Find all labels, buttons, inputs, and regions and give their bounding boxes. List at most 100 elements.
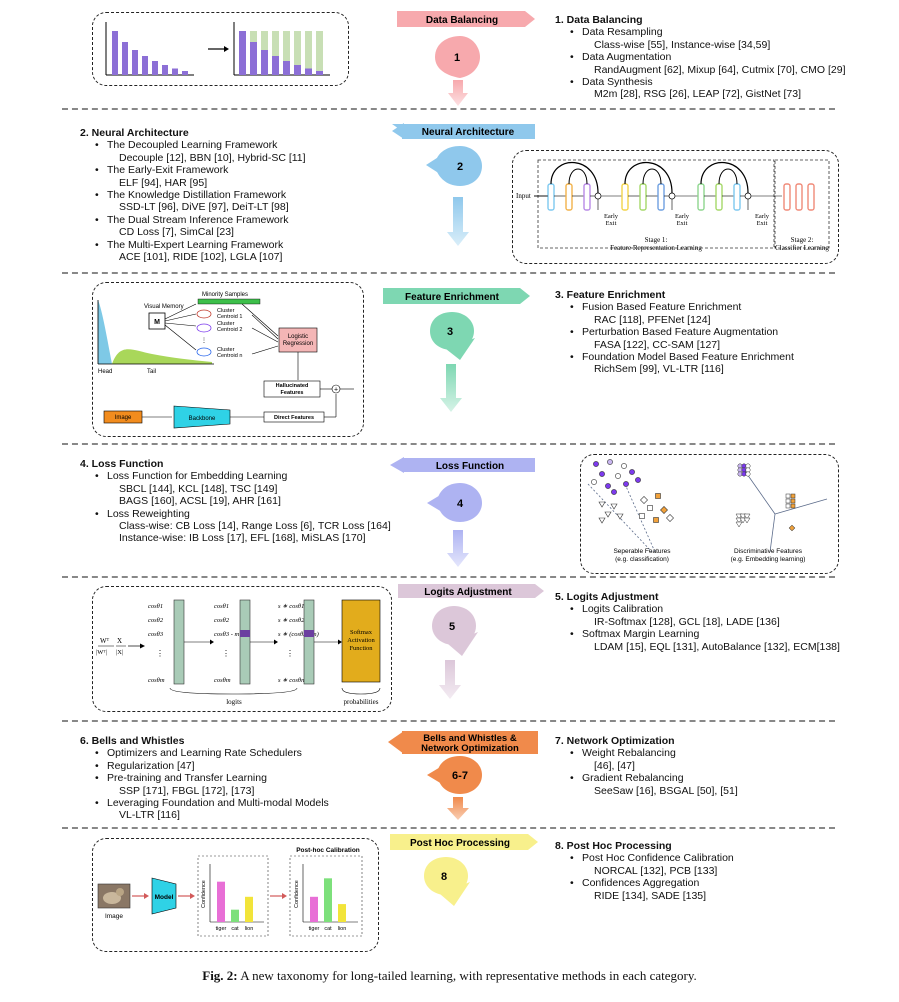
architecture-figure: [512, 150, 839, 264]
head-label: Head: [98, 369, 112, 375]
memory-label: M: [154, 319, 160, 326]
class-bar: [250, 42, 257, 75]
target-logit: [304, 630, 314, 637]
category-heading: The Multi-Expert Learning Framework: [80, 239, 306, 252]
logreg-label: Regression: [283, 341, 313, 347]
logits-diagram: Wᵀ |Wᵀ| X |X| cosθ1cosθ2cosθ3cosθm⋮cosθ1…: [96, 599, 381, 706]
centroid-icon: [196, 323, 212, 333]
formula-x: X: [117, 637, 122, 645]
sample-point: [604, 511, 612, 518]
section-divider: [62, 576, 835, 578]
sample-point: [790, 493, 796, 499]
resampled-bar: [283, 31, 290, 75]
stage-drop: [437, 756, 482, 794]
stage-banner: [398, 584, 544, 598]
section-1-text: 1. Data Balancing Data Resampling Class-…: [555, 14, 846, 101]
data-balancing-figure: [92, 12, 349, 86]
flow-arrow: [447, 197, 469, 246]
methods-list: CD Loss [7], SimCal [23]: [119, 226, 234, 239]
logreg-label: Logistic: [288, 334, 308, 340]
centroid-label: Cluster: [217, 321, 235, 327]
halluc-label: Features: [281, 390, 304, 396]
methods-list: RandAugment [62], Mixup [64], Cutmix [70…: [594, 63, 846, 76]
section-title: 5. Logits Adjustment: [555, 591, 659, 603]
confidence-bar: [231, 909, 239, 922]
ellipsis: ⋮: [222, 649, 230, 658]
banner-label: Data Balancing: [426, 15, 498, 26]
sample-point: [745, 463, 751, 469]
layer-block: [795, 183, 803, 211]
halluc-label: Hallucinated: [276, 383, 309, 389]
section-divider: [62, 108, 835, 110]
methods-list: M2m [28], RSG [26], LEAP [72], GistNet […: [594, 88, 801, 101]
sample-point: [621, 463, 627, 469]
sample-point: [599, 471, 605, 477]
flow-arrow: [440, 364, 462, 412]
banner-label: Post Hoc Processing: [410, 838, 510, 849]
class-bar: [162, 65, 168, 75]
sample-point: [616, 513, 624, 520]
methods-list: RIDE [134], SADE [135]: [594, 889, 707, 902]
section-title: 8. Post Hoc Processing: [555, 840, 672, 852]
banner-label: Loss Function: [436, 461, 504, 472]
section-title: 7. Network Optimization: [555, 735, 675, 747]
sample-point: [790, 503, 796, 509]
stage-drop: [435, 36, 480, 78]
logit-entry: cosθ2: [214, 617, 230, 624]
section-title: 1. Data Balancing: [555, 14, 643, 26]
category-heading: Perturbation Based Feature Augmentation: [555, 326, 794, 339]
sample-point: [788, 524, 796, 532]
category-heading: Confidences Aggregation: [555, 877, 734, 890]
stage-drop: [424, 857, 468, 895]
layer-block: [807, 183, 815, 211]
separable-label: Seperable Features: [613, 548, 671, 555]
methods-list: IR-Softmax [128], GCL [18], LADE [136]: [594, 615, 780, 628]
stage-banner: [397, 11, 535, 27]
category-heading: Loss Reweighting: [80, 508, 391, 521]
tail-label: Tail: [147, 369, 156, 375]
softmax-box: [341, 599, 381, 683]
input-label: Input: [516, 192, 531, 200]
category-heading: Data Augmentation: [555, 51, 846, 64]
sample-point: [629, 469, 635, 475]
category-heading: The Dual Stream Inference Framework: [80, 214, 306, 227]
caption-text: A new taxonomy for long-tailed learning,…: [240, 968, 697, 983]
category-heading: Data Resampling: [555, 26, 846, 39]
loss-function-scatter: Seperable Features (e.g. classification)…: [587, 459, 828, 563]
sample-point: [647, 505, 653, 511]
loss-function-figure: [580, 454, 839, 574]
section-divider: [62, 443, 835, 445]
class-bar: [122, 42, 128, 75]
image-label: Image: [115, 415, 132, 421]
category-heading: Fusion Based Feature Enrichment: [555, 301, 794, 314]
logit-vector: [239, 599, 251, 685]
stage-banner: [402, 731, 538, 754]
skip-connection: [642, 168, 662, 185]
class-label: tiger: [309, 926, 320, 932]
cat-image: [97, 883, 131, 909]
flow-arrow: [448, 80, 468, 106]
flow-arrow: [439, 660, 461, 699]
flow-column: Data Balancing 1 Neural Architecture 2 F…: [383, 11, 544, 906]
sample-point: [607, 459, 613, 465]
centroid-label: Centroid n: [217, 353, 242, 359]
logit-entry: cosθm: [214, 677, 231, 684]
logit-entry: cosθm: [148, 677, 165, 684]
sample-point: [640, 496, 648, 504]
layer-block: [583, 183, 591, 211]
stage-1-sublabel: Feature Representation Learning: [610, 244, 702, 252]
skip-connection: [568, 168, 588, 185]
logistic-regression-box: [278, 327, 318, 353]
architecture-diagram: Input Early Exit Early Exit Early Exit S…: [516, 159, 829, 252]
separable-sublabel: (e.g. classification): [615, 556, 669, 563]
methods-list: BAGS [160], ACSL [19], AHR [161]: [119, 495, 281, 508]
logits-figure: [92, 586, 392, 712]
stage-2-sublabel: Classifier Learning: [775, 244, 829, 252]
category-heading: The Early-Exit Framework: [80, 164, 306, 177]
class-bar: [283, 61, 290, 75]
softmax-label: Activation: [347, 637, 375, 644]
layer-block: [565, 183, 573, 211]
sample-point: [666, 514, 674, 522]
section-divider: [62, 720, 835, 722]
